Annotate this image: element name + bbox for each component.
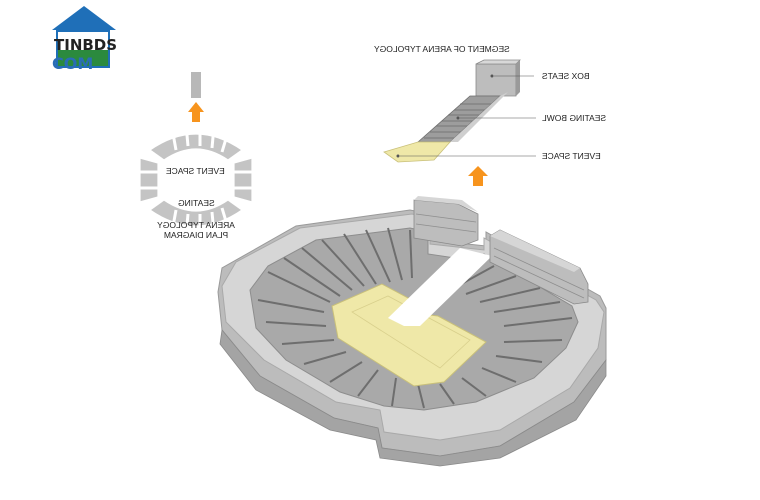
box-seats-label: BOX SEATS xyxy=(542,71,590,81)
logo-bottom-text: COM xyxy=(52,54,94,73)
arena-3d-model xyxy=(217,196,607,467)
plan-seating-ring xyxy=(139,123,253,237)
plan-event-space xyxy=(162,160,230,200)
logo-house-icon xyxy=(52,6,116,68)
plan-diagram-title: ARENA TYPOLOGY PLAN DIAGRAM xyxy=(150,220,242,240)
plan-diagram xyxy=(139,72,253,237)
plan-exit-bar xyxy=(191,72,201,98)
site-logo: TINBDS COM xyxy=(48,6,120,73)
segment-arrow-up-icon xyxy=(468,166,488,186)
arena-box-seats-right xyxy=(489,229,589,305)
logo-top-text: TINBDS xyxy=(54,36,118,54)
segment-diagram xyxy=(383,59,536,186)
plan-event-space-label: EVENT SPACE xyxy=(166,166,225,176)
arena-box-seats-left xyxy=(413,196,479,247)
plan-arrow-up-icon xyxy=(188,102,204,122)
seating-bowl-label: SEATING BOWL xyxy=(542,113,607,123)
segment-title: SEGMENT OF ARENA TYPOLOGY xyxy=(374,44,510,54)
plan-title-line2: PLAN DIAGRAM xyxy=(163,230,229,240)
plan-seating-label: SEATING xyxy=(178,198,215,208)
segment-event-space-label: EVENT SPACE xyxy=(542,151,601,161)
plan-title-line1: ARENA TYPOLOGY xyxy=(157,220,235,230)
arena-cutaway xyxy=(388,248,492,326)
